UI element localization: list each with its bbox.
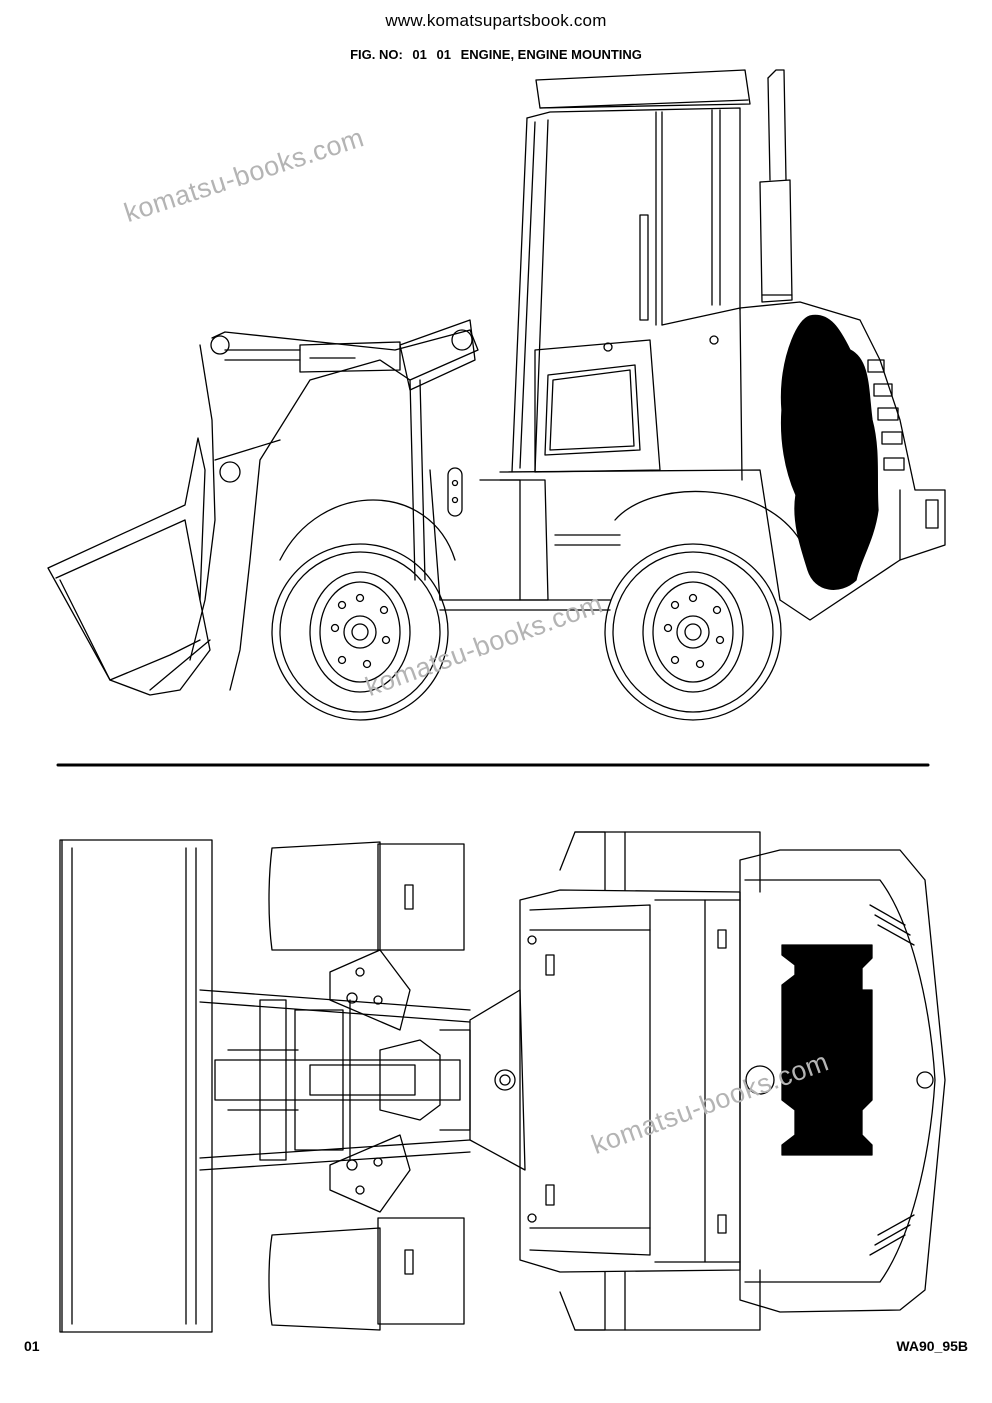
top-view-icon [59,831,946,1333]
figure-title: FIG. NO: 01 01 ENGINE, ENGINE MOUNTING [0,47,992,62]
fig-label: FIG. NO: [350,47,403,62]
fig-number: 01 [412,47,427,62]
model-code: WA90_95B [896,1338,968,1354]
fig-code: 01 [436,47,451,62]
page-code: 01 [24,1338,40,1354]
side-view-icon [47,69,946,767]
fig-name: ENGINE, ENGINE MOUNTING [460,47,642,62]
site-url: www.komatsupartsbook.com [385,11,607,30]
